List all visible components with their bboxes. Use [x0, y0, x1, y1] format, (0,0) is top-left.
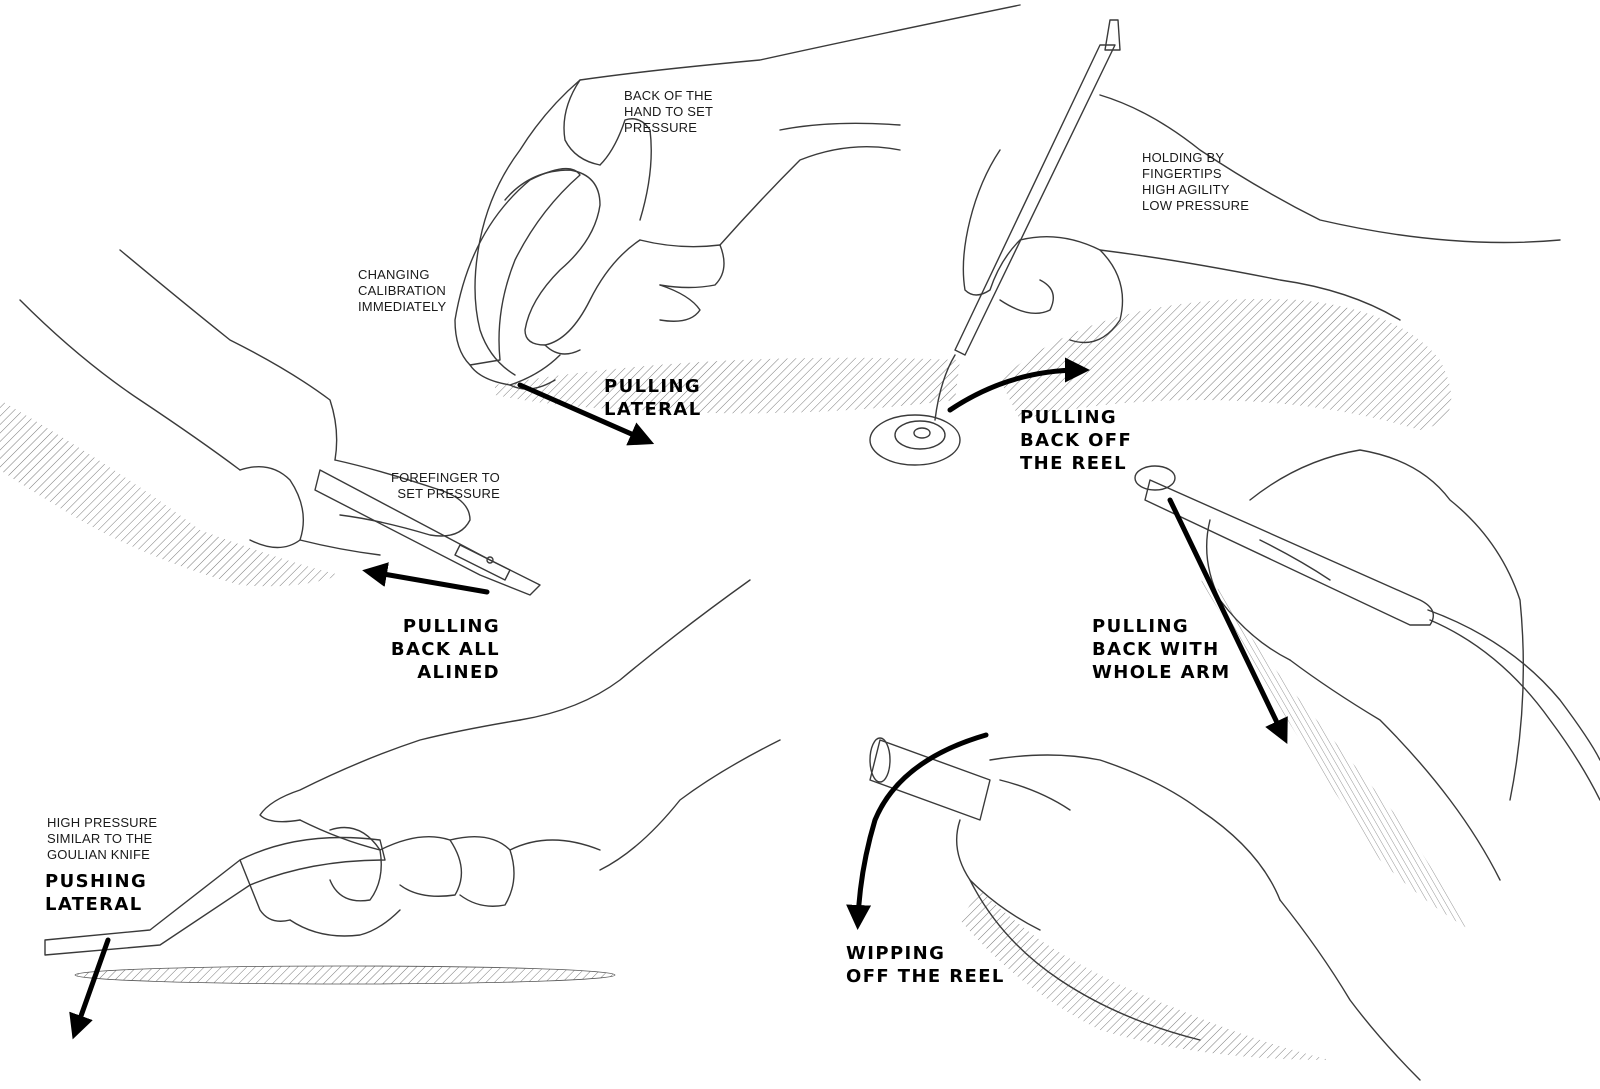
arrow-pulling-back-arm	[1167, 497, 1288, 745]
instrument-shaft	[954, 44, 1116, 356]
arrow-wiping-reel	[846, 732, 989, 930]
instrument-cylinder	[869, 739, 991, 821]
note-high-pressure: HIGH PRESSURE SIMILAR TO THE GOULIAN KNI…	[47, 815, 158, 862]
action-pulling-back-aligned: PULLING BACK ALL ALINED	[390, 616, 500, 683]
handpiece-body	[1144, 479, 1434, 626]
arrow-pulling-back-reel	[947, 357, 1090, 413]
action-pushing-lateral: PUSHING LATERAL	[45, 871, 148, 915]
hand-sketch-bottom-right	[869, 737, 1421, 1081]
shadow-bottom-right	[960, 890, 1330, 1060]
note-holding-fingertips: HOLDING BY FINGERTIPS HIGH AGILITY LOW P…	[1142, 150, 1250, 213]
tool-handle-bottom	[44, 836, 386, 956]
hand-sketch-top-right	[869, 19, 1561, 466]
hand-sketch-middle-left	[0, 249, 541, 596]
shadow-middle-right	[1200, 580, 1470, 930]
action-pulling-lateral: PULLING LATERAL	[604, 376, 702, 420]
hand-sketch-top-center	[454, 4, 1021, 414]
action-pulling-back-reel: PULLING BACK OFF THE REEL	[1020, 407, 1133, 474]
hand-sketch-middle-right	[1134, 449, 1600, 930]
action-wiping-reel: WIPPING OFF THE REEL	[846, 943, 1005, 987]
note-forefinger: FOREFINGER TO SET PRESSURE	[390, 470, 500, 501]
shadow-top-right	[1000, 299, 1452, 430]
hand-sketch-bottom-left	[44, 579, 781, 985]
action-pulling-back-arm: PULLING BACK WITH WHOLE ARM	[1092, 616, 1231, 683]
shadow-top-center	[495, 357, 960, 414]
shadow-middle-left	[0, 400, 340, 587]
tool-handle-top	[454, 167, 581, 366]
motion-arrows	[69, 357, 1288, 1040]
arrow-pulling-back-aligned	[362, 562, 490, 595]
shadow-bottom-left	[74, 965, 616, 985]
instrument-reel	[869, 414, 961, 466]
arrow-pulling-lateral	[517, 382, 655, 446]
note-back-of-hand: BACK OF THE HAND TO SET PRESSURE	[624, 88, 714, 135]
arrow-pushing-lateral	[69, 937, 111, 1040]
note-changing-calibration: CHANGING CALIBRATION IMMEDIATELY	[358, 267, 447, 314]
